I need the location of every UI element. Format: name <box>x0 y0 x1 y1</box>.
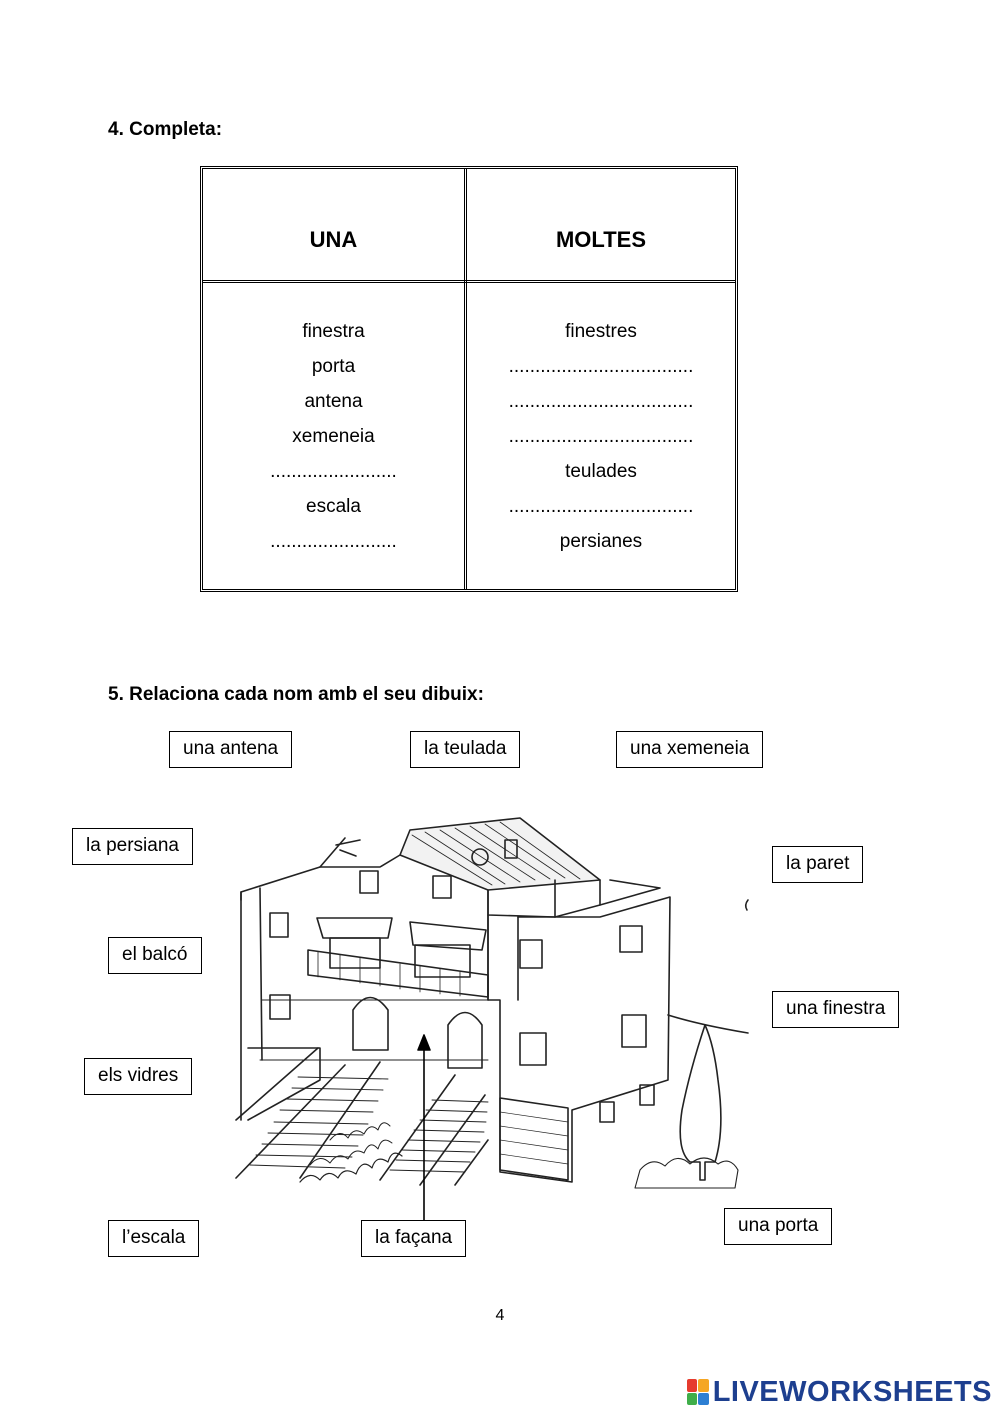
moltes-blank[interactable]: ................................... <box>508 391 694 412</box>
word-box-finestra[interactable]: una finestra <box>772 991 900 1028</box>
table-divider-horizontal <box>203 280 735 283</box>
word-box-facana[interactable]: la façana <box>361 1220 467 1257</box>
moltes-word: persianes <box>559 531 643 552</box>
singular-plural-table: UNA MOLTES finestra porta antena xemenei… <box>200 166 738 592</box>
column-header-moltes: MOLTES <box>555 227 647 252</box>
word-box-paret[interactable]: la paret <box>772 846 864 883</box>
una-word: finestra <box>302 321 365 342</box>
column-header-una: UNA <box>309 227 358 252</box>
table-divider-vertical <box>464 169 467 589</box>
una-word: antena <box>304 391 363 412</box>
word-box-persiana[interactable]: la persiana <box>72 828 193 865</box>
moltes-word: finestres <box>565 321 637 342</box>
word-box-xemeneia[interactable]: una xemeneia <box>616 731 764 768</box>
brand-name: LIVEWORKSHEETS <box>712 1375 992 1408</box>
liveworksheets-mark-icon <box>686 1379 709 1405</box>
word-box-vidres[interactable]: els vidres <box>84 1058 193 1095</box>
moltes-blank[interactable]: ................................... <box>508 496 694 517</box>
una-word: escala <box>306 496 361 517</box>
word-box-escala[interactable]: l’escala <box>108 1220 200 1257</box>
moltes-blank[interactable]: ................................... <box>508 356 694 377</box>
word-box-antena[interactable]: una antena <box>169 731 293 768</box>
column-moltes: finestres ..............................… <box>467 314 735 559</box>
word-box-teulada[interactable]: la teulada <box>410 731 521 768</box>
page-number: 4 <box>495 1307 505 1324</box>
column-una: finestra porta antena xemeneia .........… <box>203 314 464 559</box>
liveworksheets-logo: LIVEWORKSHEETS <box>686 1375 992 1409</box>
una-blank[interactable]: ........................ <box>270 461 397 482</box>
moltes-blank[interactable]: ................................... <box>508 426 694 447</box>
una-word: xemeneia <box>292 426 375 447</box>
word-box-balco[interactable]: el balcó <box>108 937 202 974</box>
moltes-word: teulades <box>565 461 637 482</box>
exercise-4-title: 4. Completa: <box>108 119 223 140</box>
word-box-porta[interactable]: una porta <box>724 1208 833 1245</box>
una-word: porta <box>311 356 356 377</box>
exercise-5-title: 5. Relaciona cada nom amb el seu dibuix: <box>108 684 484 705</box>
una-blank[interactable]: ........................ <box>270 531 397 552</box>
